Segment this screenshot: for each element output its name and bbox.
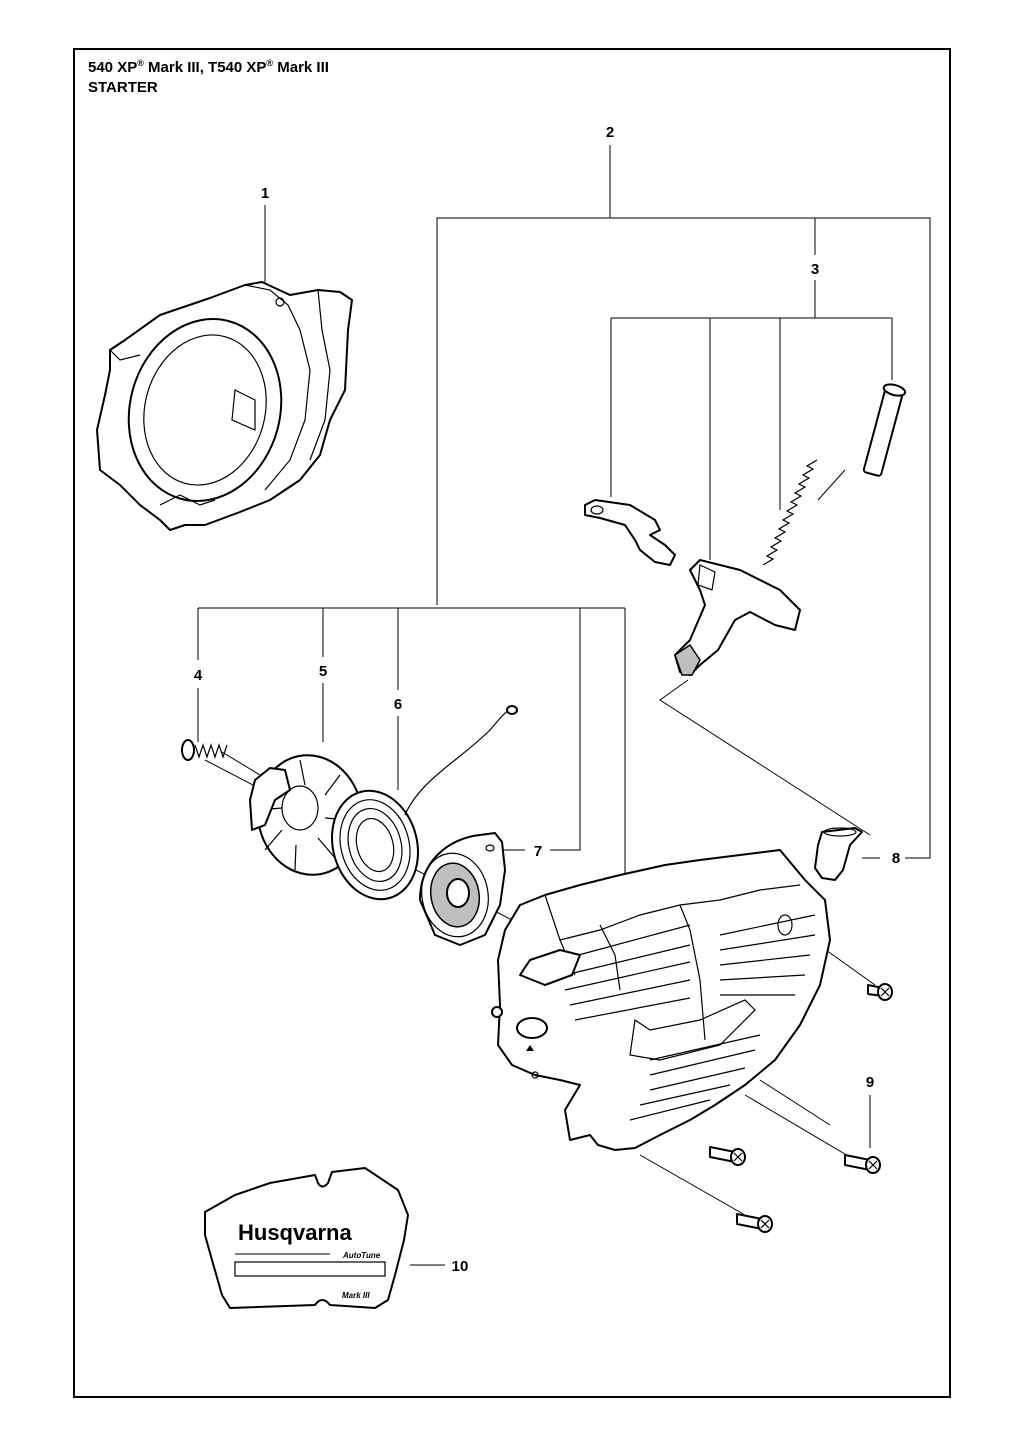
- part-7-spring-cassette: [419, 832, 506, 946]
- leader-lines: [197, 145, 931, 1266]
- callout-8: 8: [892, 850, 900, 867]
- callout-9: 9: [866, 1074, 874, 1091]
- part-9-screws: [709, 983, 893, 1233]
- drawing-frame: [73, 48, 951, 1398]
- decal-model: Mark III: [342, 1291, 370, 1300]
- cover-louvers: [559, 914, 816, 1121]
- part-1-fan-housing: [96, 281, 353, 531]
- part-8-rope-guide: [814, 827, 863, 881]
- section-title: STARTER: [88, 79, 158, 96]
- callout-labels: 1 2 3 4 5 6 7 8 9 10: [194, 124, 900, 1275]
- part-3-starter-handle: [584, 383, 907, 676]
- callout-4: 4: [194, 667, 203, 684]
- part-4-center-screw: [181, 739, 261, 776]
- callout-7: 7: [534, 843, 542, 860]
- callout-2: 2: [606, 124, 614, 141]
- part-10-decal: Husqvarna AutoTune Mark III: [204, 1167, 409, 1309]
- model-title: 540 XP® Mark III, T540 XP® Mark III: [88, 58, 329, 77]
- decal-product-line: AutoTune: [342, 1251, 381, 1260]
- part-6-recoil-spring: [331, 705, 518, 901]
- decal-brand: Husqvarna: [238, 1220, 352, 1245]
- callout-6: 6: [394, 696, 402, 713]
- title-block: 540 XP® Mark III, T540 XP® Mark III STAR…: [88, 58, 329, 98]
- callout-10: 10: [452, 1258, 469, 1275]
- callout-5: 5: [319, 663, 327, 680]
- callout-1: 1: [261, 185, 269, 202]
- part-2-starter-cover: [491, 849, 831, 1151]
- callout-3: 3: [811, 261, 819, 278]
